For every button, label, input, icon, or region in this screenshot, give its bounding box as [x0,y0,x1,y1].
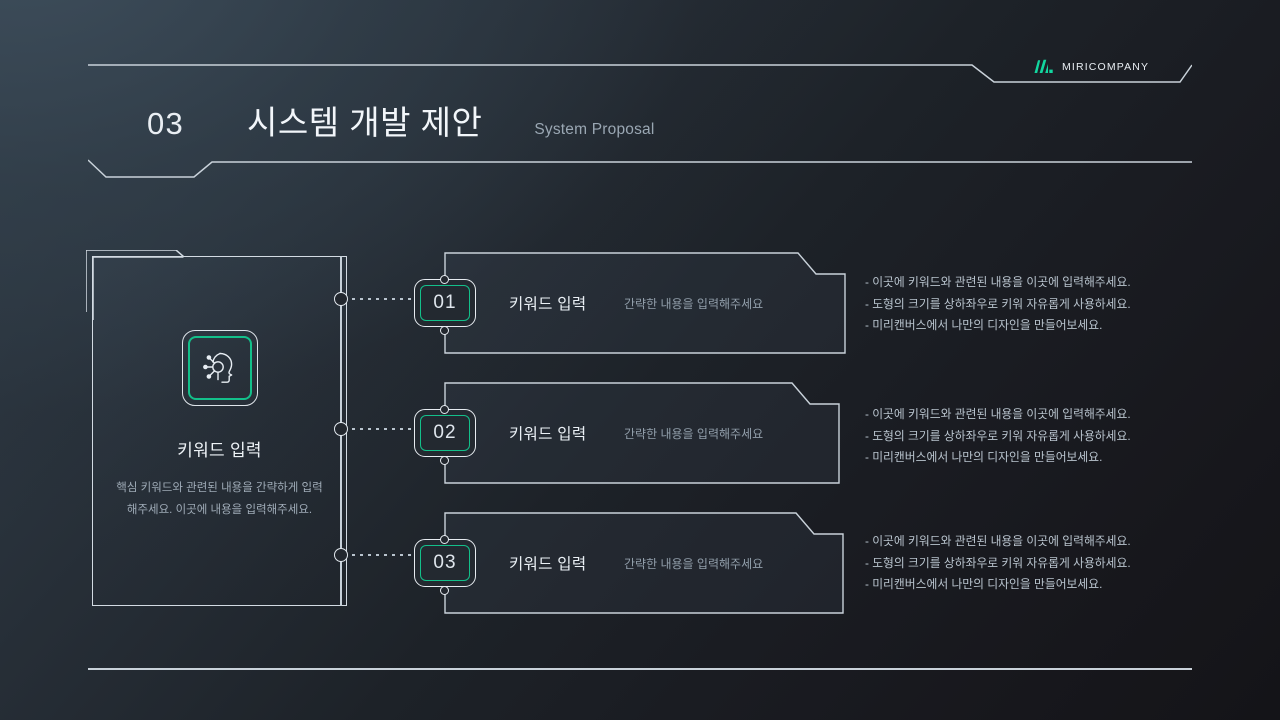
title-main-text: 시스템 개발 제안 [247,104,483,141]
step-badge-3[interactable]: 03 [414,539,476,587]
header-top-rule [88,64,1192,83]
step-badge-dot-bottom-3 [440,586,449,595]
step-badge-dot-bottom-1 [440,326,449,335]
ai-head-circuit-icon [202,352,232,383]
bullet-item: - 미리캔버스에서 나만의 디자인을 만들어보세요. [865,318,1103,332]
step-description-2: 간략한 내용을 입력해주세요 [624,427,764,441]
step-number-2: 02 [433,422,457,443]
summary-title: 키워드 입력 [177,441,262,460]
bullet-item: - 도형의 크기를 상하좌우로 키워 자유롭게 사용하세요. [865,428,1131,443]
brand-logo-text: MIRICOMPANY [1062,60,1150,73]
step-badge-inner-3: 03 [420,545,470,581]
bullet-item: - 이곳에 키워드와 관련된 내용을 이곳에 입력해주세요. [865,275,1131,289]
connector-dotted-line-3 [352,554,414,556]
step-title-2: 키워드 입력 [509,426,587,443]
connector-dotted-line-2 [352,428,414,430]
connector-dotted-line-1 [352,298,414,300]
bullet-item: - 도형의 크기를 상하좌우로 키워 자유롭게 사용하세요. [865,296,1131,311]
summary-icon-frame [181,330,258,406]
step-badge-dot-top-2 [440,405,449,414]
step-description-3: 간략한 내용을 입력해주세요 [624,557,764,571]
connector-node-3 [334,548,348,562]
step-badge-dot-top-1 [440,275,449,284]
header-bottom-rule [88,159,1192,178]
step-title-1: 키워드 입력 [509,296,587,313]
summary-description: 핵심 키워드와 관련된 내용을 간략하게 입력해주세요. 이곳에 내용을 입력해… [116,482,323,516]
step-bullets-3: - 이곳에 키워드와 관련된 내용을 이곳에 입력해주세요. - 도형의 크기를… [865,531,1195,596]
step-title-3: 키워드 입력 [509,556,587,573]
bullet-item: - 미리캔버스에서 나만의 디자인을 만들어보세요. [865,450,1103,464]
step-badge-1[interactable]: 01 [414,279,476,327]
connector-node-2 [334,422,348,436]
step-badge-inner-2: 02 [420,415,470,451]
brand-logo: MIRICOMPANY [1034,59,1149,74]
step-badge-inner-1: 01 [420,285,470,321]
step-bullets-2: - 이곳에 키워드와 관련된 내용을 이곳에 입력해주세요. - 도형의 크기를… [865,404,1195,469]
page-title: 03 시스템 개발 제안 System Proposal [88,96,1088,154]
step-description-1: 간략한 내용을 입력해주세요 [624,297,764,311]
section-number: 03 [147,106,184,141]
miri-logo-mark-icon [1034,59,1053,73]
step-bullets-1: - 이곳에 키워드와 관련된 내용을 이곳에 입력해주세요. - 도형의 크기를… [865,272,1195,337]
summary-panel-content: 키워드 입력 핵심 키워드와 관련된 내용을 간략하게 입력해주세요. 이곳에 … [92,256,347,606]
bullet-item: - 도형의 크기를 상하좌우로 키워 자유롭게 사용하세요. [865,555,1131,570]
title-subtitle-text: System Proposal [534,121,655,138]
summary-icon-frame-inner [187,336,252,400]
bullet-item: - 미리캔버스에서 나만의 디자인을 만들어보세요. [865,577,1103,591]
step-number-1: 01 [433,292,457,313]
connector-node-1 [334,292,348,306]
bullet-item: - 이곳에 키워드와 관련된 내용을 이곳에 입력해주세요. [865,534,1131,548]
step-badge-dot-bottom-2 [440,456,449,465]
step-badge-dot-top-3 [440,535,449,544]
bullet-item: - 이곳에 키워드와 관련된 내용을 이곳에 입력해주세요. [865,407,1131,421]
footer-rule [88,668,1192,670]
step-number-3: 03 [433,552,457,573]
step-badge-2[interactable]: 02 [414,409,476,457]
